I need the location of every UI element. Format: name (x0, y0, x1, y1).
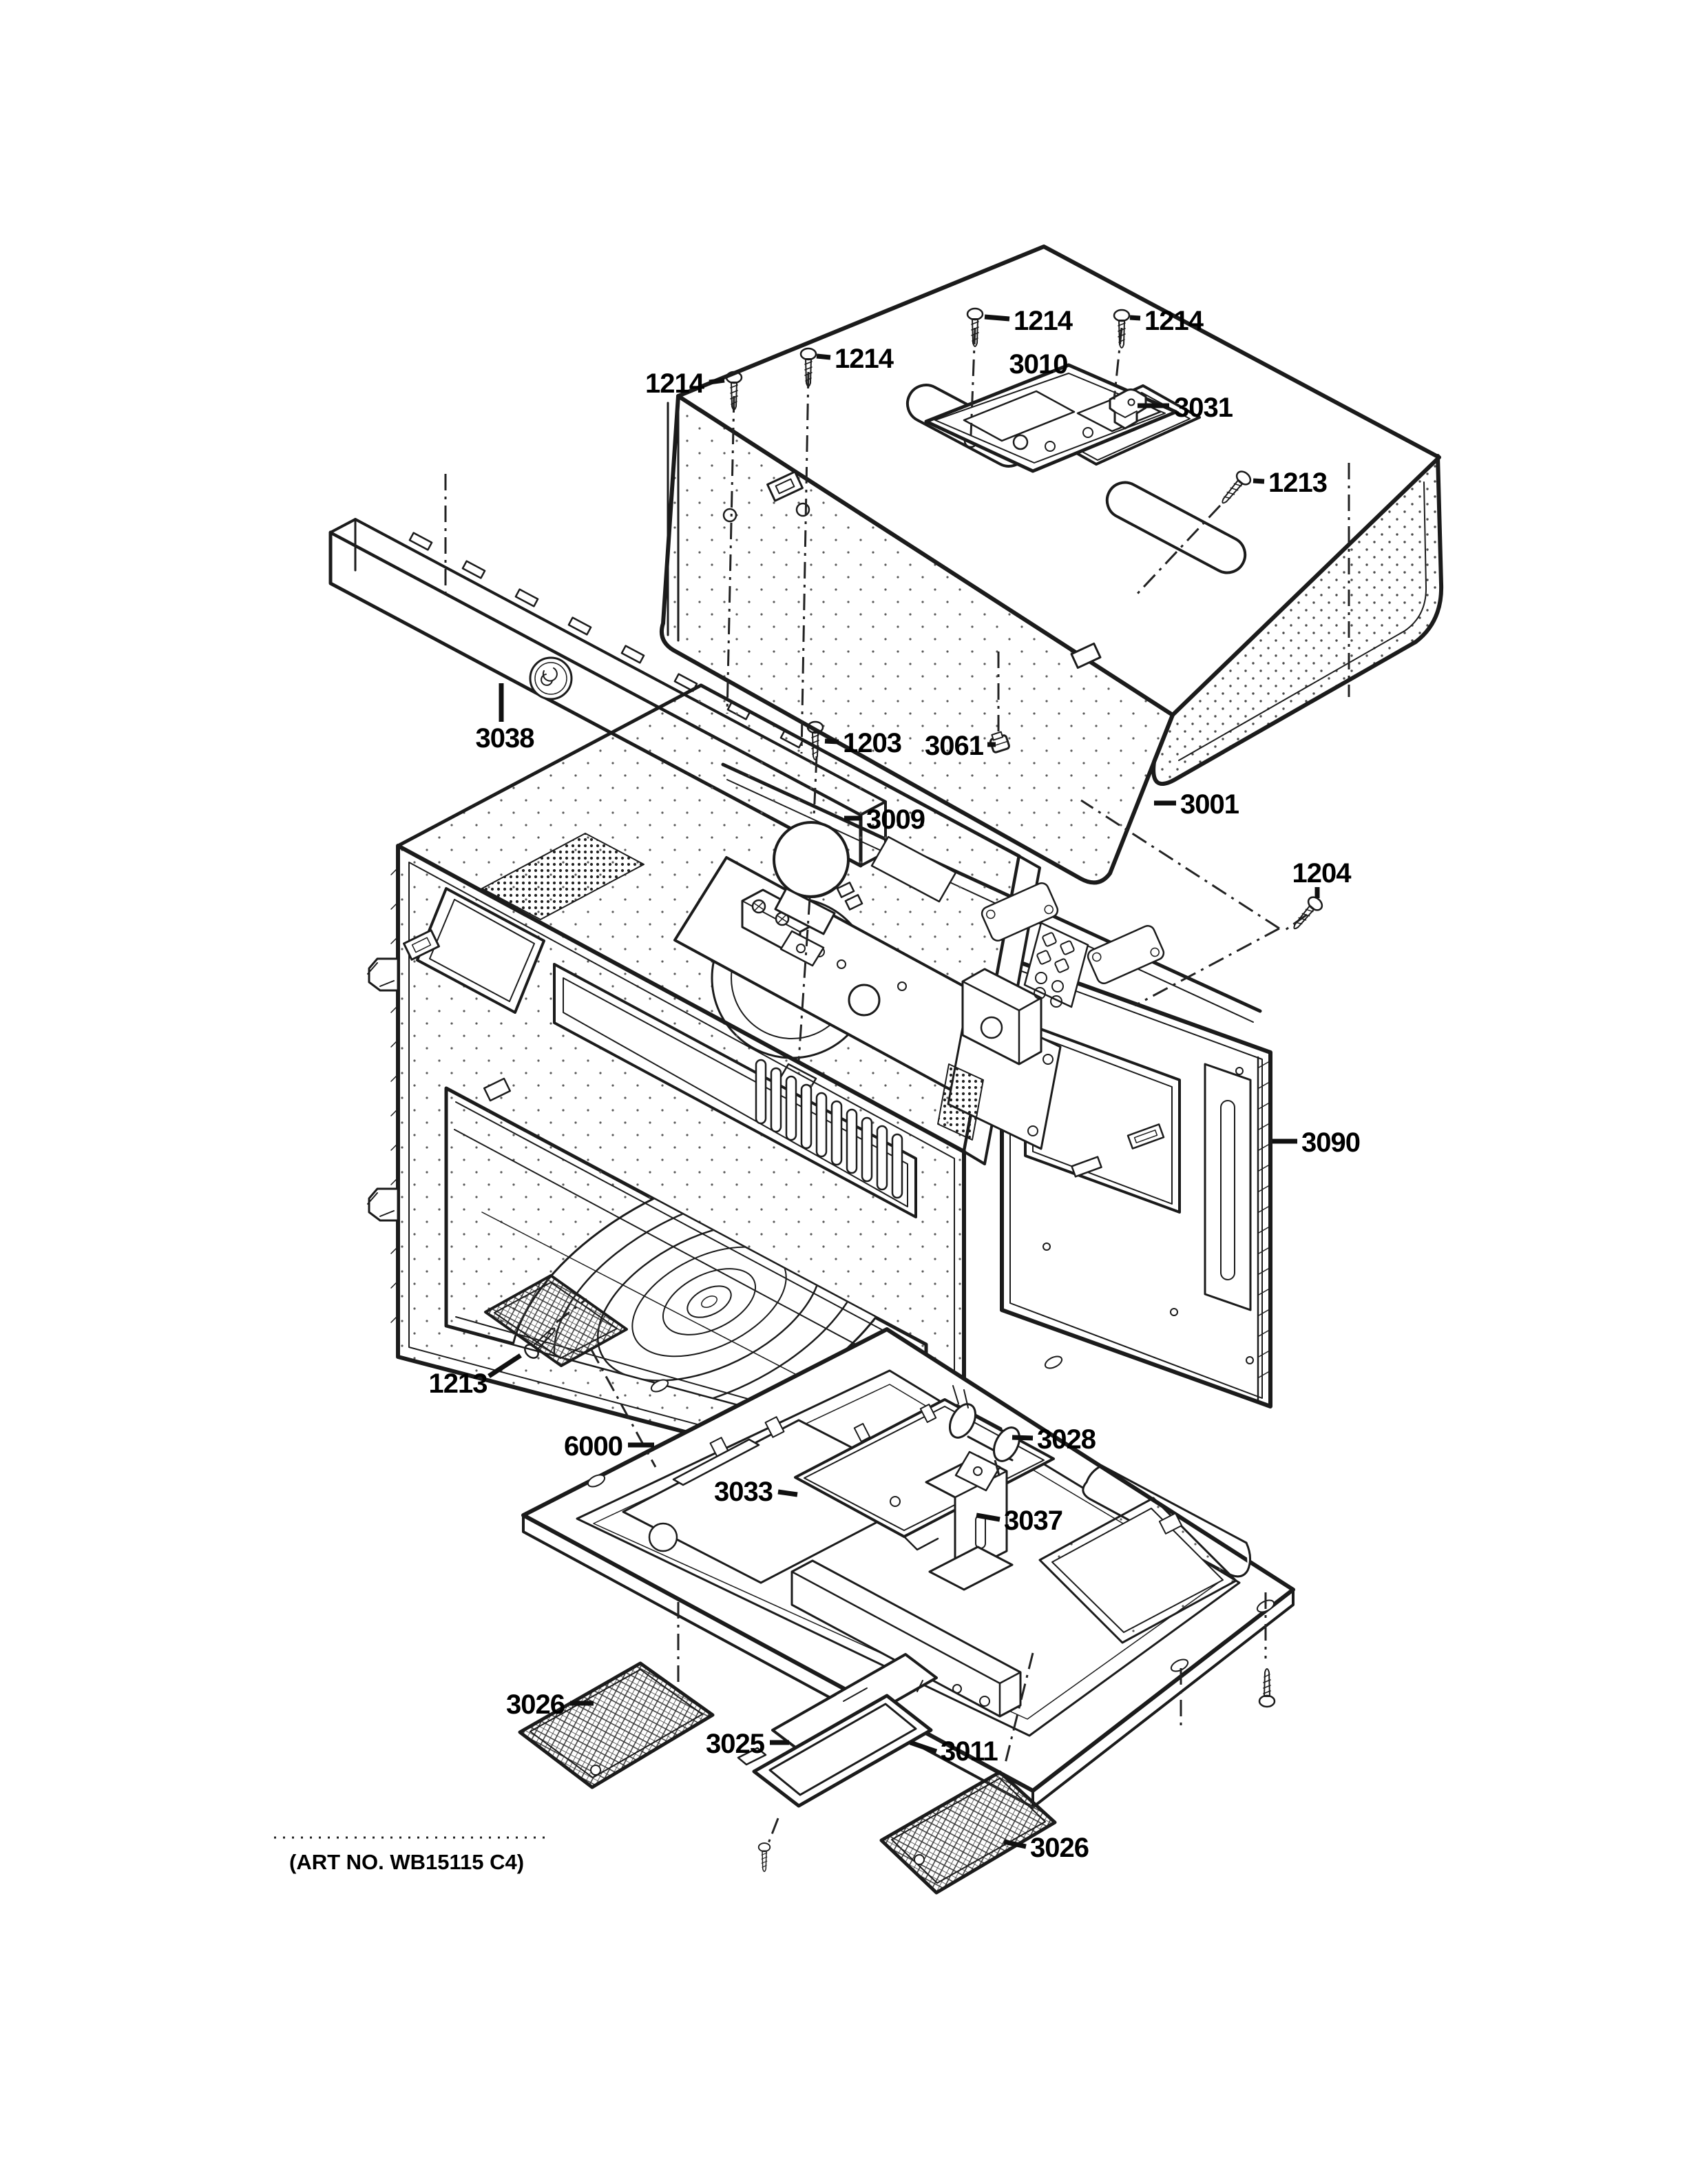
part-callout-3026: 3026 (506, 1689, 565, 1720)
part-shield-3033 (794, 1398, 1055, 1551)
part-callout-1213: 1213 (429, 1369, 488, 1399)
callout-leader-3037 (976, 1512, 1000, 1522)
part-nut-3061 (989, 731, 1010, 753)
part-callout-1203: 1203 (843, 728, 901, 758)
part-callout-3037: 3037 (1004, 1506, 1062, 1536)
part-callout-3025: 3025 (706, 1729, 765, 1759)
callout-leader-1213 (488, 1353, 522, 1378)
part-callout-6000: 6000 (564, 1431, 622, 1462)
part-callout-3009: 3009 (866, 804, 925, 835)
callout-leader-3011 (909, 1740, 938, 1754)
part-callout-1214: 1214 (1014, 306, 1073, 336)
part-callout-3011: 3011 (941, 1736, 998, 1767)
callout-leader-3028 (1012, 1435, 1034, 1441)
callout-leader-1214 (984, 314, 1010, 322)
part-callout-3061: 3061 (925, 731, 984, 761)
art-number-note: (ART NO. WB15115 C4) (274, 1836, 545, 1874)
part-callout-3031: 3031 (1174, 393, 1233, 423)
part-callout-1213: 1213 (1268, 468, 1327, 498)
part-callout-3026: 3026 (1030, 1833, 1089, 1863)
part-grease-filter-left-3026 (518, 1661, 715, 1789)
screw-base-right (1258, 1667, 1276, 1708)
callout-leader-1203 (824, 738, 839, 745)
part-callout-3028: 3028 (1037, 1424, 1096, 1455)
art-number-text: (ART NO. WB15115 C4) (289, 1850, 524, 1874)
screw-1204 (1288, 893, 1326, 935)
part-grease-filter-right-3026 (879, 1770, 1057, 1895)
callout-leader-3026 (1003, 1839, 1027, 1849)
part-callout-1214: 1214 (835, 344, 894, 374)
part-lens-frame-3025 (737, 1694, 933, 1808)
part-callout-3038: 3038 (476, 723, 535, 753)
part-callout-1214: 1214 (645, 368, 705, 399)
part-callout-1214: 1214 (1144, 306, 1204, 336)
part-clip-3031 (1109, 388, 1147, 430)
part-callout-3010: 3010 (1009, 349, 1068, 379)
keypad-contacts (1023, 922, 1089, 1008)
part-callout-3001: 3001 (1180, 789, 1239, 820)
part-control-panel-3090 (1000, 954, 1272, 1408)
callout-leader-1214 (816, 353, 831, 360)
part-callout-3090: 3090 (1301, 1127, 1360, 1158)
construction-lines (444, 327, 1350, 1844)
callout-leader-3033 (777, 1489, 798, 1497)
screw-lens (757, 1842, 771, 1873)
ge-logo (529, 656, 573, 700)
part-glass-lens-3011 (771, 1653, 938, 1755)
part-outer-case-3001 (659, 245, 1444, 885)
part-fan-motor-3009 (773, 821, 863, 967)
part-base-plate-6000 (521, 1327, 1295, 1809)
part-callout-1204: 1204 (1292, 858, 1352, 888)
callout-leader-1214 (709, 377, 725, 385)
part-callout-3033: 3033 (714, 1477, 773, 1507)
callout-layer: 1214 1214 1214 1214 3010 3031 1213 3038 1203 3061… (429, 306, 1361, 1863)
